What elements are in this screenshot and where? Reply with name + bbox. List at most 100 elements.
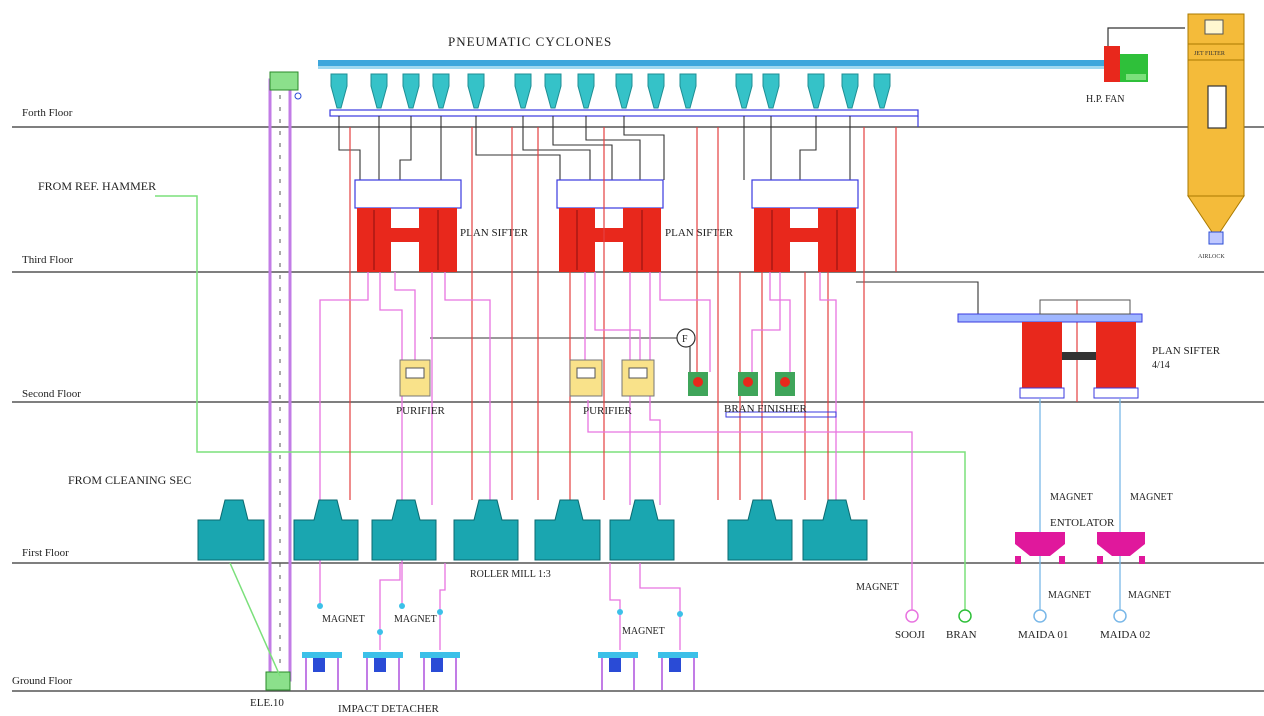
airlock-label: AIRLOCK: [1198, 254, 1225, 260]
bran-label: BRAN: [946, 629, 977, 641]
pneumatic-cyclones-label: PNEUMATIC CYCLONES: [448, 34, 612, 49]
cyclone: [807, 73, 825, 109]
roller-mill-unit: [609, 499, 675, 561]
roller-mill-label: ROLLER MILL 1:3: [470, 569, 551, 580]
sifter-box: [1022, 322, 1062, 388]
impact-detacher-unit: [658, 652, 698, 690]
entolator-unit: [1015, 532, 1065, 556]
roller-mill-unit: [197, 499, 265, 561]
elevator-boot: [265, 671, 291, 691]
from-ref-hammer-label: FROM REF. HAMMER: [38, 179, 156, 193]
plan-sifter-group-1: PLAN SIFTER: [354, 179, 529, 272]
maida-02-outlet: [1113, 609, 1127, 623]
plan-sifter-414-sub: 4/14: [1152, 360, 1170, 371]
jet-filter-label: JET FILTER: [1194, 51, 1225, 57]
impact-detacher-label: IMPACT DETACHER: [338, 703, 440, 715]
cleaning-feed-line: [229, 562, 281, 677]
floor-label-fourth: Forth Floor: [22, 107, 73, 119]
roller-mill-unit: [727, 499, 793, 561]
plan-sifter-414-label: PLAN SIFTER: [1152, 345, 1221, 357]
purifiers: PURIFIER PURIFIER: [396, 359, 655, 417]
sooji-outlet: [905, 609, 919, 623]
cyclone: [370, 73, 388, 109]
impact-detacher-unit: [363, 652, 403, 690]
magnet-markers: [317, 603, 683, 635]
floor-label-first: First Floor: [22, 547, 69, 559]
plan-sifter-group-3: [751, 179, 859, 272]
magnet-label: MAGNET: [622, 626, 665, 637]
cyclone: [647, 73, 665, 109]
magnet-label: MAGNET: [1048, 590, 1091, 601]
floor-label-ground: Ground Floor: [12, 675, 73, 687]
hp-fan-label: H.P. FAN: [1086, 94, 1124, 105]
cyclone: [841, 73, 859, 109]
jet-filter: JET FILTER AIRLOCK: [1187, 13, 1245, 260]
cyclone: [432, 73, 450, 109]
ele-label: ELE.10: [250, 697, 284, 709]
impact-detacher-unit: [420, 652, 460, 690]
entolator-unit: [1097, 532, 1145, 556]
magnet-labels: MAGNET MAGNET MAGNET MAGNET MAGNET MAGNE…: [322, 492, 1173, 637]
maida-02-label: MAIDA 02: [1100, 629, 1150, 641]
cyclone: [679, 73, 697, 109]
floor-lines: [12, 126, 1264, 692]
roller-mill-unit: [534, 499, 601, 561]
plan-sifter-414: PLAN SIFTER 4/14: [957, 299, 1221, 399]
green-feed-lines: [155, 195, 966, 677]
magnet-label: MAGNET: [856, 582, 899, 593]
pneumatic-duct: [318, 60, 1108, 66]
bran-finisher-label: BRAN FINISHER: [724, 403, 807, 415]
impact-detachers: [302, 652, 698, 690]
pneumatic-header: PNEUMATIC CYCLONES: [318, 34, 1108, 69]
sifter-box: [1096, 322, 1136, 388]
magnet-label: MAGNET: [1130, 492, 1173, 503]
sooji-label: SOOJI: [895, 629, 925, 641]
magnet-label: MAGNET: [322, 614, 365, 625]
output-bins: [905, 609, 1127, 623]
roller-mills: [197, 499, 868, 561]
cyclone: [467, 73, 485, 109]
roller-mill-unit: [293, 499, 359, 561]
roller-mill-unit: [802, 499, 868, 561]
cyclone: [577, 73, 595, 109]
maida-01-outlet: [1033, 609, 1047, 623]
purifier-label-2: PURIFIER: [583, 405, 633, 417]
entolators: [1015, 532, 1145, 564]
floor-label-second: Second Floor: [22, 388, 81, 400]
purifier-label-1: PURIFIER: [396, 405, 446, 417]
plan-sifter-group-2: PLAN SIFTER: [556, 179, 734, 272]
cyclone: [873, 73, 891, 109]
fan-symbol: [676, 328, 696, 348]
bran-finishers: BRAN FINISHER: [688, 372, 837, 418]
flour-lines: [1039, 398, 1121, 610]
pneumatic-cyclones: [330, 73, 891, 109]
elevator-head: [269, 71, 299, 91]
from-ref-hammer-line: [155, 195, 966, 610]
cyclone: [762, 73, 780, 109]
red-product-lines: [349, 127, 1078, 500]
fan-symbol-label: F: [682, 334, 688, 345]
floor-label-third: Third Floor: [22, 254, 73, 266]
impact-detacher-unit: [302, 652, 342, 690]
cyclone: [402, 73, 420, 109]
floor-labels: Forth Floor Third Floor Second Floor Fir…: [12, 107, 81, 687]
plan-sifter-label-1: PLAN SIFTER: [460, 227, 529, 239]
bran-outlet: [958, 609, 972, 623]
purifier-2: [569, 359, 603, 397]
plan-sifter-label-2: PLAN SIFTER: [665, 227, 734, 239]
maida-01-label: MAIDA 01: [1018, 629, 1068, 641]
cyclone: [330, 73, 348, 109]
cyclone: [615, 73, 633, 109]
magnet-label: MAGNET: [1050, 492, 1093, 503]
airlock: [1208, 231, 1224, 245]
from-cleaning-sec-label: FROM CLEANING SEC: [68, 473, 191, 487]
hp-fan: H.P. FAN: [1086, 27, 1185, 105]
cyclone: [735, 73, 753, 109]
roller-mill-unit: [453, 499, 519, 561]
cyclone: [544, 73, 562, 109]
pink-product-lines: [319, 272, 913, 650]
entolator-label: ENTOLATOR: [1050, 517, 1115, 529]
cyclone: [514, 73, 532, 109]
impact-detacher-unit: [598, 652, 638, 690]
